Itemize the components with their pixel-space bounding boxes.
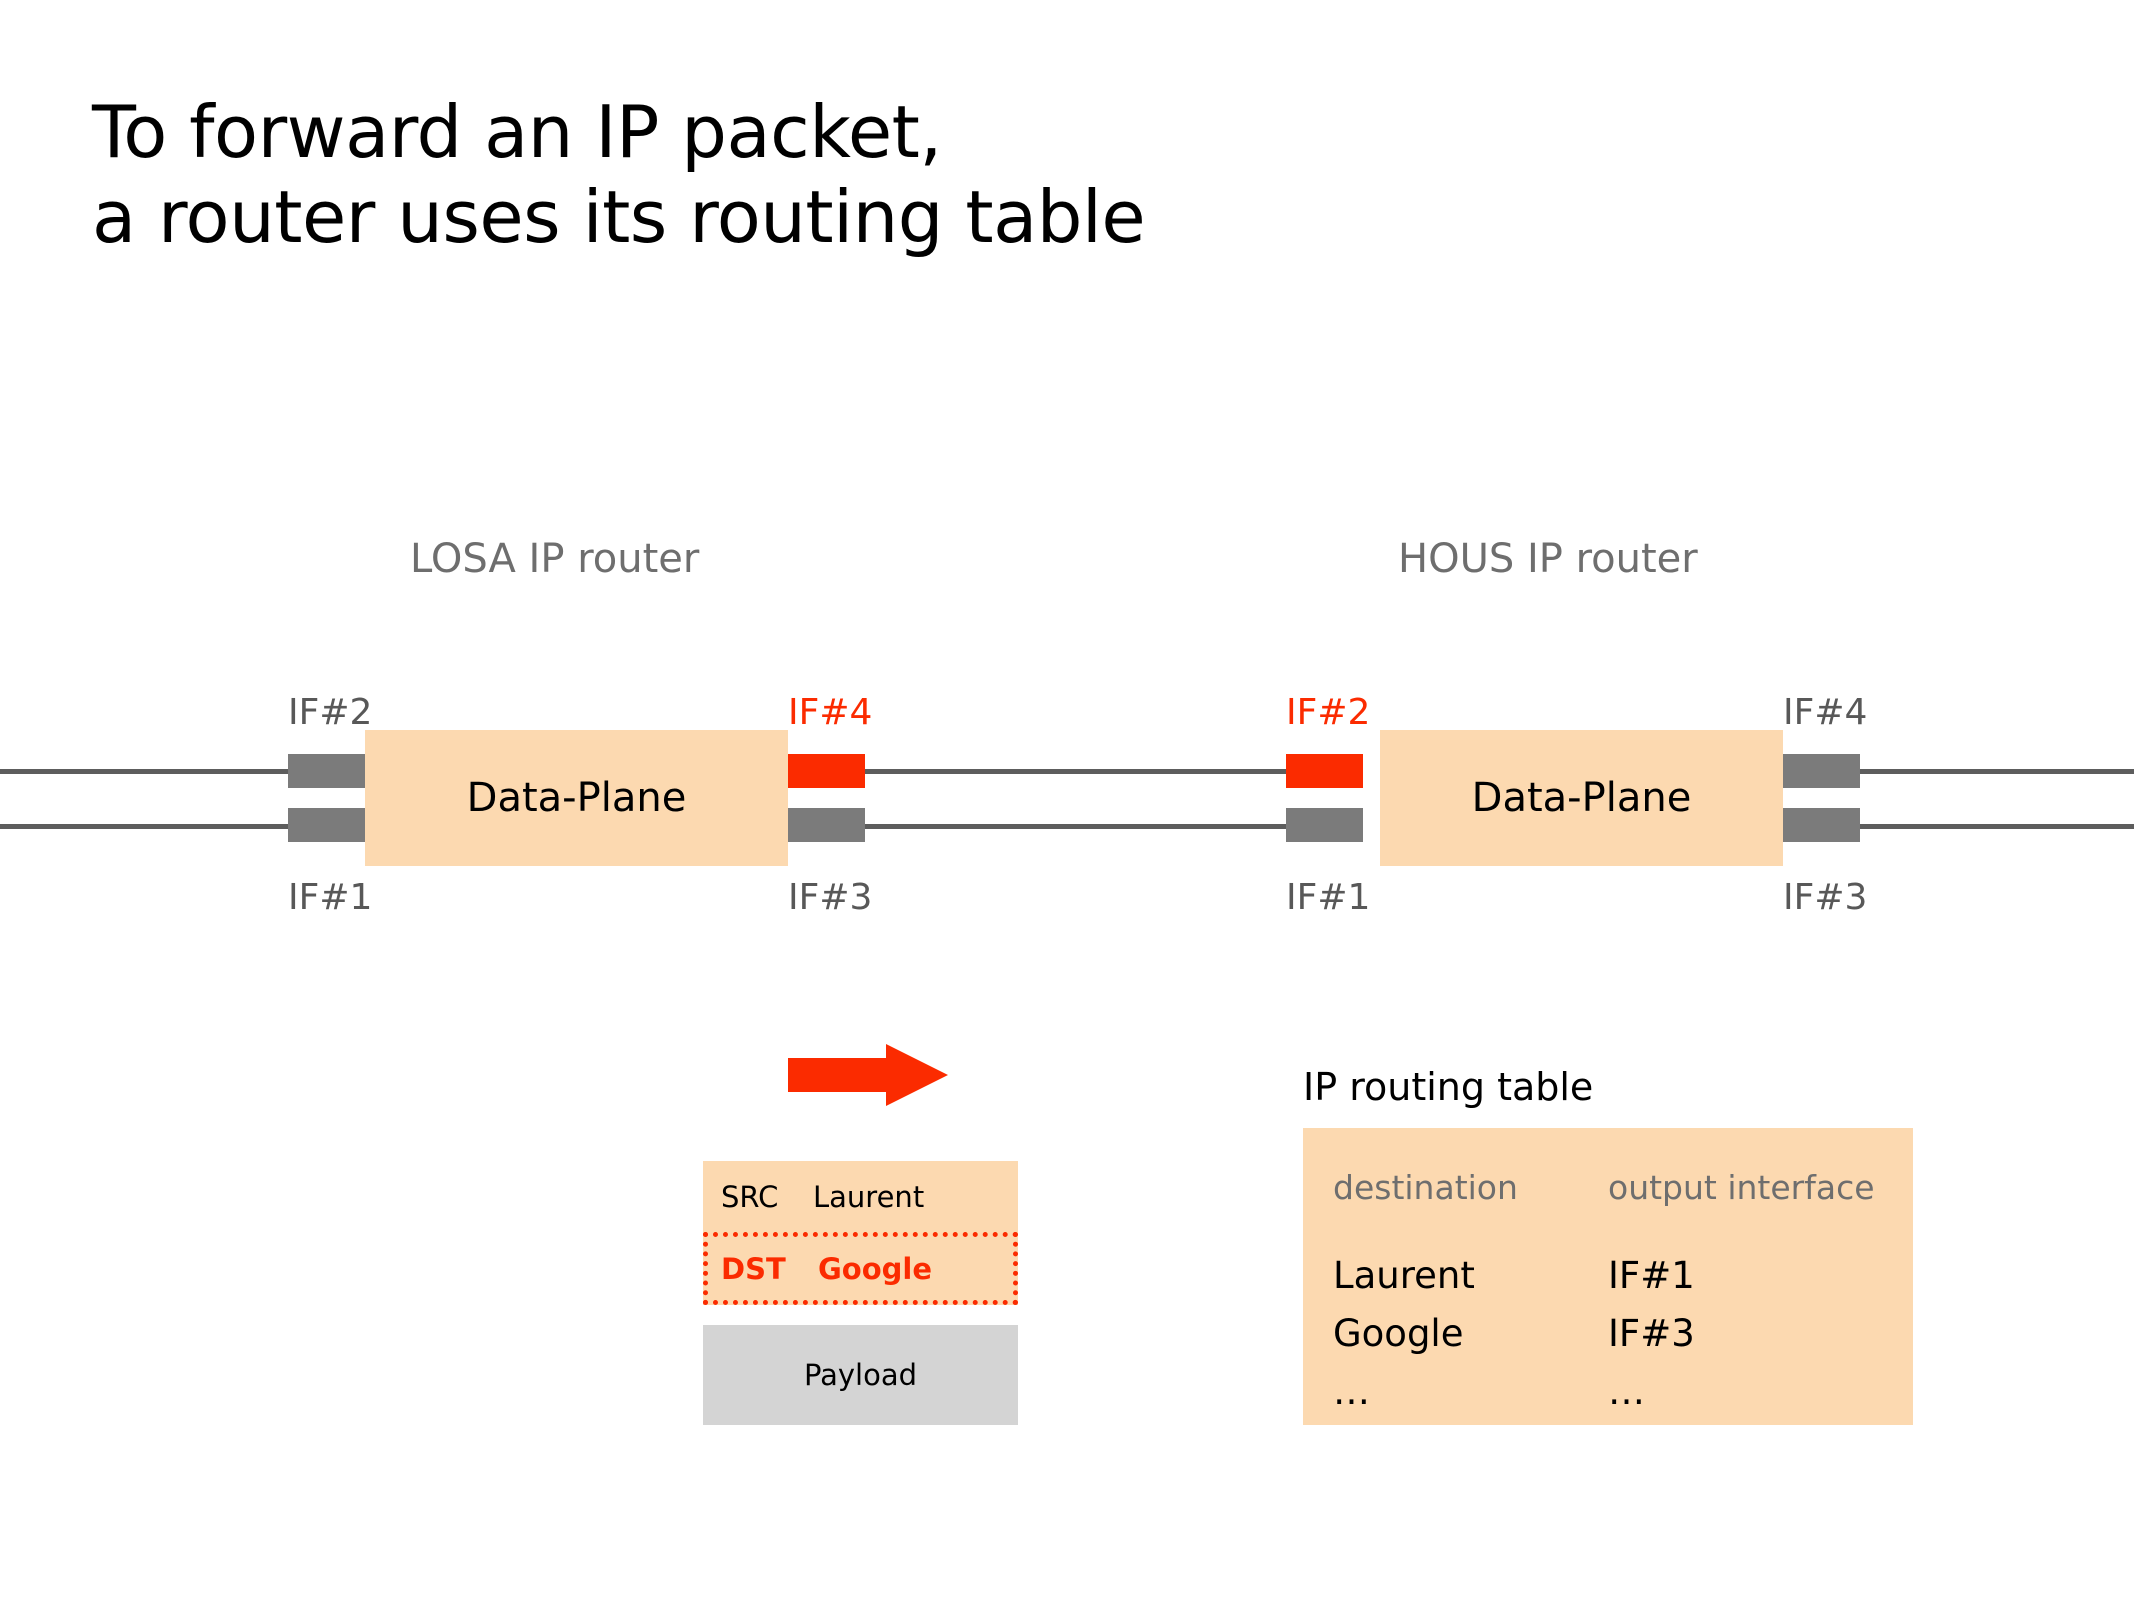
router-hous-iface-label-if3: IF#3 — [1783, 877, 1868, 918]
router-losa-dataplane-label: Data-Plane — [466, 775, 687, 821]
packet-src-value: Laurent — [813, 1179, 925, 1214]
router-hous-dataplane: Data-Plane — [1380, 730, 1783, 866]
routing-table-cell-interface: IF#3 — [1608, 1312, 1695, 1355]
router-caption-hous: HOUS IP router — [1398, 536, 1698, 582]
routing-table-cell-destination: … — [1333, 1370, 1370, 1413]
table-row: … … — [1333, 1370, 1893, 1428]
router-hous-dataplane-label: Data-Plane — [1471, 775, 1692, 821]
wire-left-bottom — [0, 824, 292, 829]
packet-payload: Payload — [703, 1325, 1018, 1425]
router-hous-iface-if3[interactable] — [1783, 808, 1860, 842]
forward-arrow-icon — [788, 1044, 948, 1106]
routing-table-cell-destination: Google — [1333, 1312, 1464, 1355]
table-row: Google IF#3 — [1333, 1312, 1893, 1370]
router-losa-iface-if2[interactable] — [288, 754, 365, 788]
router-caption-losa: LOSA IP router — [410, 536, 700, 582]
packet-src-key: SRC — [721, 1179, 779, 1214]
routing-table-header-row: destination output interface — [1333, 1168, 1893, 1207]
router-hous-iface-if4[interactable] — [1783, 754, 1860, 788]
page-title: To forward an IP packet, a router uses i… — [92, 90, 1146, 259]
packet-dst-value: Google — [818, 1251, 933, 1286]
packet-header-dst: DST Google — [703, 1232, 1018, 1305]
packet-dst-key: DST — [721, 1251, 786, 1286]
packet-header-src: SRC Laurent — [703, 1161, 1018, 1232]
wire-right-bottom — [1852, 824, 2134, 829]
router-hous-iface-label-if4: IF#4 — [1783, 692, 1868, 733]
router-losa-iface-label-if1: IF#1 — [288, 877, 373, 918]
router-hous-iface-label-if2: IF#2 — [1286, 692, 1371, 733]
wire-right-top — [1852, 769, 2134, 774]
routing-table-header-output-interface: output interface — [1608, 1168, 1875, 1207]
router-hous-iface-label-if1: IF#1 — [1286, 877, 1371, 918]
wire-middle-bottom — [860, 824, 1286, 829]
routing-table-header-destination: destination — [1333, 1168, 1518, 1207]
packet-payload-label: Payload — [803, 1358, 918, 1392]
router-losa-iface-if3[interactable] — [788, 808, 865, 842]
router-losa-iface-label-if3: IF#3 — [788, 877, 873, 918]
router-losa-dataplane: Data-Plane — [365, 730, 788, 866]
routing-table-cell-interface: … — [1608, 1370, 1645, 1413]
wire-middle-top — [860, 769, 1286, 774]
router-hous-iface-if1[interactable] — [1286, 808, 1363, 842]
routing-table-cell-destination: Laurent — [1333, 1254, 1475, 1297]
router-losa-iface-label-if4: IF#4 — [788, 692, 873, 733]
routing-table-title: IP routing table — [1303, 1065, 1594, 1109]
routing-table-cell-interface: IF#1 — [1608, 1254, 1695, 1297]
router-losa-iface-if4[interactable] — [788, 754, 865, 788]
routing-table-body: Laurent IF#1 Google IF#3 … … — [1333, 1254, 1893, 1428]
routing-table-box: destination output interface Laurent IF#… — [1303, 1128, 1913, 1425]
table-row: Laurent IF#1 — [1333, 1254, 1893, 1312]
router-losa-iface-if1[interactable] — [288, 808, 365, 842]
wire-left-top — [0, 769, 292, 774]
router-losa-iface-label-if2: IF#2 — [288, 692, 373, 733]
router-hous-iface-if2[interactable] — [1286, 754, 1363, 788]
